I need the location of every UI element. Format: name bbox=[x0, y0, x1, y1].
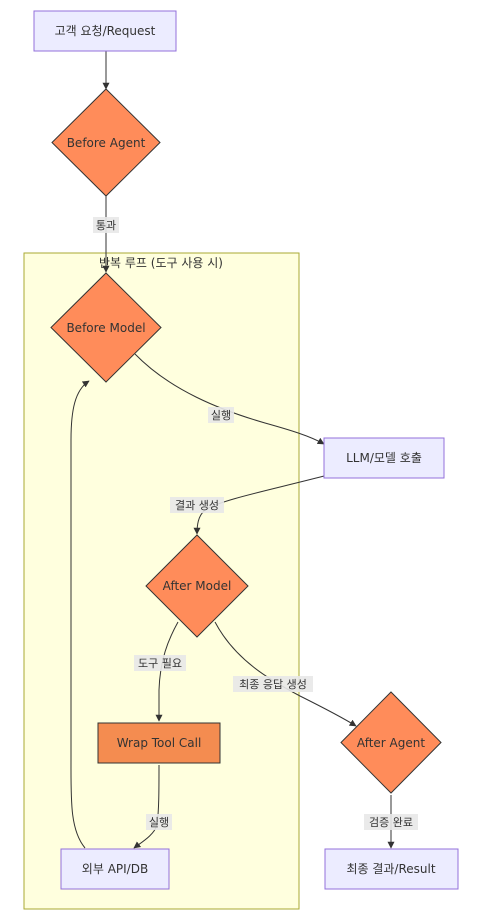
node-before-model-label: Before Model bbox=[66, 321, 145, 335]
node-request-label: 고객 요청/Request bbox=[55, 24, 156, 38]
node-after-model-label: After Model bbox=[163, 579, 232, 593]
node-before-agent: Before Agent bbox=[51, 88, 161, 197]
edge-label-verified: 검증 완료 bbox=[369, 816, 413, 829]
edge-label-generate: 결과 생성 bbox=[175, 499, 219, 512]
edge-external-to-before-model bbox=[70, 380, 90, 849]
edge-before-model-to-llm bbox=[134, 353, 325, 445]
node-external: 외부 API/DB bbox=[60, 848, 170, 890]
node-wrap-tool-label: Wrap Tool Call bbox=[117, 736, 202, 750]
node-result-label: 최종 결과/Result bbox=[346, 862, 435, 876]
node-wrap-tool: Wrap Tool Call bbox=[97, 722, 221, 764]
node-before-model: Before Model bbox=[50, 272, 162, 383]
node-after-agent-label: After Agent bbox=[357, 736, 425, 750]
edge-label-final-response: 최종 응답 생성 bbox=[239, 678, 307, 691]
edge-label-pass: 통과 bbox=[96, 219, 116, 232]
node-external-label: 외부 API/DB bbox=[82, 862, 148, 876]
edge-label-execute-2: 실행 bbox=[149, 816, 169, 829]
edge-after-model-to-after-agent bbox=[214, 621, 357, 727]
edge-label-tool-needed: 도구 필요 bbox=[138, 657, 182, 670]
node-llm-label: LLM/모델 호출 bbox=[346, 451, 422, 465]
loop-cluster-title: 반복 루프 (도구 사용 시) bbox=[99, 256, 223, 270]
node-request: 고객 요청/Request bbox=[33, 10, 177, 52]
node-after-agent: After Agent bbox=[340, 691, 442, 794]
node-before-agent-label: Before Agent bbox=[67, 136, 146, 150]
node-llm: LLM/모델 호출 bbox=[323, 437, 445, 479]
node-result: 최종 결과/Result bbox=[324, 848, 459, 890]
edge-labels: 통과 실행 결과 생성 도구 필요 최종 응답 생성 실행 검증 완료 bbox=[93, 217, 418, 830]
edge-label-execute-1: 실행 bbox=[211, 409, 231, 422]
node-after-model: After Model bbox=[145, 534, 249, 638]
